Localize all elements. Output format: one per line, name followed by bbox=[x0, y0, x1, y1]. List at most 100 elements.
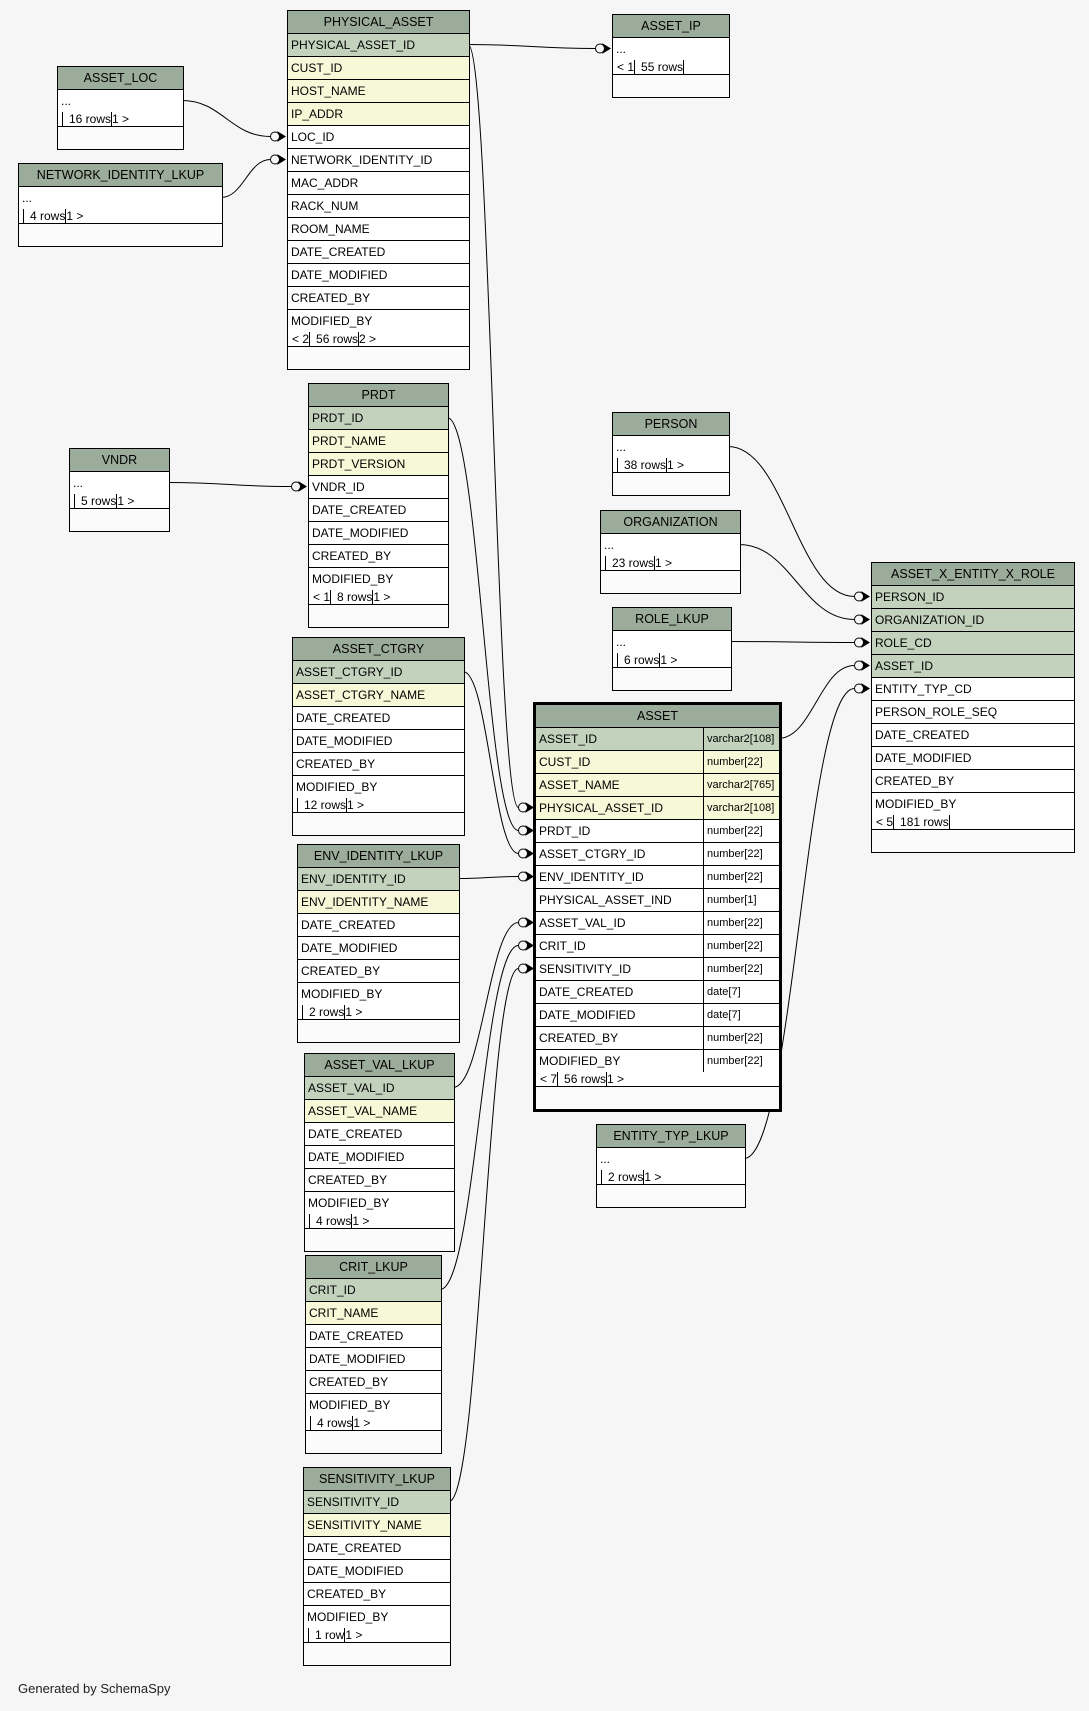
column-created_by: CREATED_BY bbox=[305, 1168, 454, 1191]
relationship-zero-circle bbox=[854, 683, 864, 694]
column-name: CREATED_BY bbox=[312, 549, 392, 563]
table-footer bbox=[601, 570, 740, 593]
footer-mid: 2 rows bbox=[302, 1005, 346, 1019]
column-name: CREATED_BY bbox=[875, 774, 955, 788]
relationship-line bbox=[729, 641, 855, 643]
table-footer bbox=[298, 1019, 459, 1042]
column-type: number[22] bbox=[703, 958, 779, 980]
column-modified_by: MODIFIED_BY bbox=[306, 1393, 441, 1416]
table-title[interactable]: SENSITIVITY_LKUP bbox=[304, 1468, 450, 1490]
column-date_created: DATE_CREATED bbox=[288, 240, 469, 263]
relationship-line bbox=[462, 671, 519, 854]
column-name: PRDT_VERSION bbox=[312, 457, 406, 471]
table-env_identity_lkup[interactable]: ENV_IDENTITY_LKUP ENV_IDENTITY_ID ENV_IDEN… bbox=[297, 844, 460, 1043]
footer-mid: 4 rows bbox=[310, 1416, 354, 1430]
relationship-arrowhead-icon bbox=[525, 825, 534, 836]
column-date_created: DATE_CREATED bbox=[305, 1122, 454, 1145]
column-name: ... bbox=[61, 94, 72, 108]
table-entity_typ_lkup[interactable]: ENTITY_TYP_LKUP...2 rows1 > bbox=[596, 1124, 746, 1208]
column-entity_typ_cd: ENTITY_TYP_CD bbox=[872, 677, 1074, 700]
relationship-arrowhead-icon bbox=[861, 683, 870, 694]
column-name: MODIFIED_BY bbox=[301, 987, 383, 1001]
column-date_created: DATE_CREATED bbox=[306, 1324, 441, 1347]
column-name: DATE_CREATED bbox=[312, 503, 407, 517]
table-asset_loc[interactable]: ASSET_LOC...16 rows1 > bbox=[57, 66, 184, 150]
table-title[interactable]: ASSET_IP bbox=[613, 15, 729, 37]
column-name: DATE_MODIFIED bbox=[539, 1008, 636, 1022]
relationship-arrowhead-icon bbox=[861, 637, 870, 648]
column-date_created: DATE_CREATED bbox=[309, 498, 448, 521]
table-title[interactable]: ENTITY_TYP_LKUP bbox=[597, 1125, 745, 1147]
column-name: DATE_CREATED bbox=[296, 711, 391, 725]
column-env_identity_name: ENV_IDENTITY_NAME bbox=[298, 890, 459, 913]
relationship-arrowhead-icon bbox=[861, 614, 870, 625]
column-name: ... bbox=[616, 440, 627, 454]
column-name: PRDT_NAME bbox=[312, 434, 387, 448]
column-name: DATE_CREATED bbox=[307, 1541, 402, 1555]
table-title[interactable]: PRDT bbox=[309, 384, 448, 406]
column-name: SENSITIVITY_NAME bbox=[307, 1518, 422, 1532]
relationship-arrowhead-icon bbox=[525, 940, 534, 951]
column-room_name: ROOM_NAME bbox=[288, 217, 469, 240]
table-title[interactable]: VNDR bbox=[70, 449, 169, 471]
table-title[interactable]: ASSET_CTGRY bbox=[293, 638, 464, 660]
column-name: MODIFIED_BY bbox=[312, 572, 394, 586]
column-date_modified: DATE_MODIFIED bbox=[309, 521, 448, 544]
table-organization[interactable]: ORGANIZATION...23 rows1 > bbox=[600, 510, 741, 594]
column-date_modified: DATE_MODIFIED bbox=[305, 1145, 454, 1168]
table-title[interactable]: PERSON bbox=[613, 413, 729, 435]
table-title[interactable]: ASSET_X_ENTITY_X_ROLE bbox=[872, 563, 1074, 585]
column-mac_addr: MAC_ADDR bbox=[288, 171, 469, 194]
column-sensitivity_name: SENSITIVITY_NAME bbox=[304, 1513, 450, 1536]
footer-left: < 7 bbox=[540, 1072, 558, 1086]
column-modified_by: MODIFIED_BY bbox=[288, 309, 469, 332]
table-title[interactable]: ASSET_LOC bbox=[58, 67, 183, 89]
table-person[interactable]: PERSON...38 rows1 > bbox=[612, 412, 730, 496]
table-title[interactable]: NETWORK_IDENTITY_LKUP bbox=[19, 164, 222, 186]
table-title[interactable]: ORGANIZATION bbox=[601, 511, 740, 533]
table-footer bbox=[58, 126, 183, 149]
table-role_lkup[interactable]: ROLE_LKUP...6 rows1 > bbox=[612, 607, 732, 691]
footer-right: 1 > bbox=[644, 1170, 662, 1184]
table-footer bbox=[70, 508, 169, 531]
footer-right bbox=[684, 60, 689, 74]
column-name: CREATED_BY bbox=[539, 1031, 619, 1045]
table-title[interactable]: ASSET bbox=[536, 705, 779, 727]
footer-right bbox=[950, 815, 955, 829]
column-created_by: CREATED_BY bbox=[288, 286, 469, 309]
column-name: ENV_IDENTITY_ID bbox=[301, 872, 406, 886]
table-title[interactable]: ROLE_LKUP bbox=[613, 608, 731, 630]
column-name: SENSITIVITY_ID bbox=[539, 962, 632, 976]
relationship-zero-circle bbox=[518, 848, 528, 859]
table-title[interactable]: CRIT_LKUP bbox=[306, 1256, 441, 1278]
column-network_identity_id: NETWORK_IDENTITY_ID bbox=[288, 148, 469, 171]
column-name: MODIFIED_BY bbox=[307, 1610, 389, 1624]
column-name: MODIFIED_BY bbox=[875, 797, 957, 811]
table-vndr[interactable]: VNDR...5 rows1 > bbox=[69, 448, 170, 532]
column-name: PERSON_ROLE_SEQ bbox=[875, 705, 998, 719]
hidden-columns-row: ... bbox=[601, 533, 740, 556]
column-name: CREATED_BY bbox=[309, 1375, 389, 1389]
relationship-line bbox=[727, 446, 855, 597]
table-title[interactable]: PHYSICAL_ASSET bbox=[288, 11, 469, 33]
column-created_by: CREATED_BY bbox=[298, 959, 459, 982]
footer-right: 1 > bbox=[66, 209, 84, 223]
column-rack_num: RACK_NUM bbox=[288, 194, 469, 217]
column-name: PRDT_ID bbox=[539, 824, 591, 838]
table-title[interactable]: ASSET_VAL_LKUP bbox=[305, 1054, 454, 1076]
table-title[interactable]: ENV_IDENTITY_LKUP bbox=[298, 845, 459, 867]
table-network_identity_lkup[interactable]: NETWORK_IDENTITY_LKUP...4 rows1 > bbox=[18, 163, 223, 247]
column-type: number[22] bbox=[703, 751, 779, 773]
